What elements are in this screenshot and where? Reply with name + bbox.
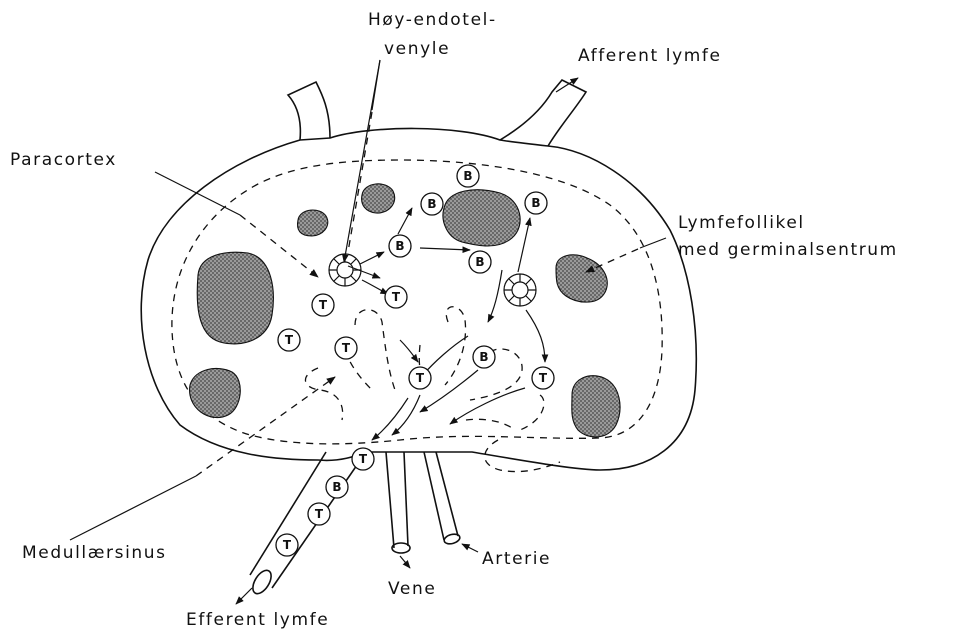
- label-paracortex: Paracortex: [10, 150, 117, 170]
- svg-text:T: T: [539, 371, 548, 385]
- svg-text:B: B: [332, 480, 341, 494]
- cell-t-8: T: [308, 503, 330, 525]
- label-follicle-1: Lymfefollikel: [678, 213, 805, 233]
- svg-text:B: B: [479, 350, 488, 364]
- cell-t-5: T: [409, 367, 431, 389]
- efferent-vessel: [249, 452, 366, 597]
- label-follicle-2: med germinalsentrum: [678, 240, 898, 260]
- cell-t-2: T: [312, 294, 334, 316]
- svg-text:B: B: [531, 196, 540, 210]
- svg-text:T: T: [416, 371, 425, 385]
- svg-text:T: T: [283, 538, 292, 552]
- svg-text:B: B: [463, 169, 472, 183]
- svg-text:T: T: [285, 333, 294, 347]
- svg-text:B: B: [427, 197, 436, 211]
- label-artery: Arterie: [482, 549, 551, 569]
- leader-lines: [70, 60, 666, 604]
- cell-b-6: B: [473, 346, 495, 368]
- svg-text:T: T: [319, 298, 328, 312]
- cell-t-7: T: [352, 448, 374, 470]
- cell-b-2: B: [421, 193, 443, 215]
- vein-artery: [386, 452, 461, 553]
- cell-b-1: B: [457, 165, 479, 187]
- label-medullary-sinus: Medullærsinus: [22, 543, 167, 563]
- afferent-vessels: [288, 80, 586, 146]
- cell-b-4: B: [389, 235, 411, 257]
- label-hev-1: Høy-endotel-: [368, 10, 497, 30]
- label-efferent-lymph: Efferent lymfe: [186, 610, 329, 630]
- hev-right: [504, 274, 536, 306]
- label-hev-2: venyle: [384, 39, 450, 59]
- svg-text:T: T: [392, 290, 401, 304]
- cell-b-5: B: [469, 251, 491, 273]
- cell-b-3: B: [525, 192, 547, 214]
- label-afferent-lymph: Afferent lymfe: [578, 46, 722, 66]
- flow-arrows: [348, 208, 545, 440]
- svg-text:T: T: [315, 507, 324, 521]
- cell-t-4: T: [335, 337, 357, 359]
- label-vein: Vene: [388, 579, 436, 599]
- svg-text:B: B: [395, 239, 404, 253]
- cell-t-9: T: [276, 534, 298, 556]
- svg-text:T: T: [342, 341, 351, 355]
- cell-t-1: T: [385, 286, 407, 308]
- svg-text:B: B: [475, 255, 484, 269]
- cell-t-3: T: [278, 329, 300, 351]
- cell-t-6: T: [532, 367, 554, 389]
- svg-text:T: T: [359, 452, 368, 466]
- cell-b-7: B: [326, 476, 348, 498]
